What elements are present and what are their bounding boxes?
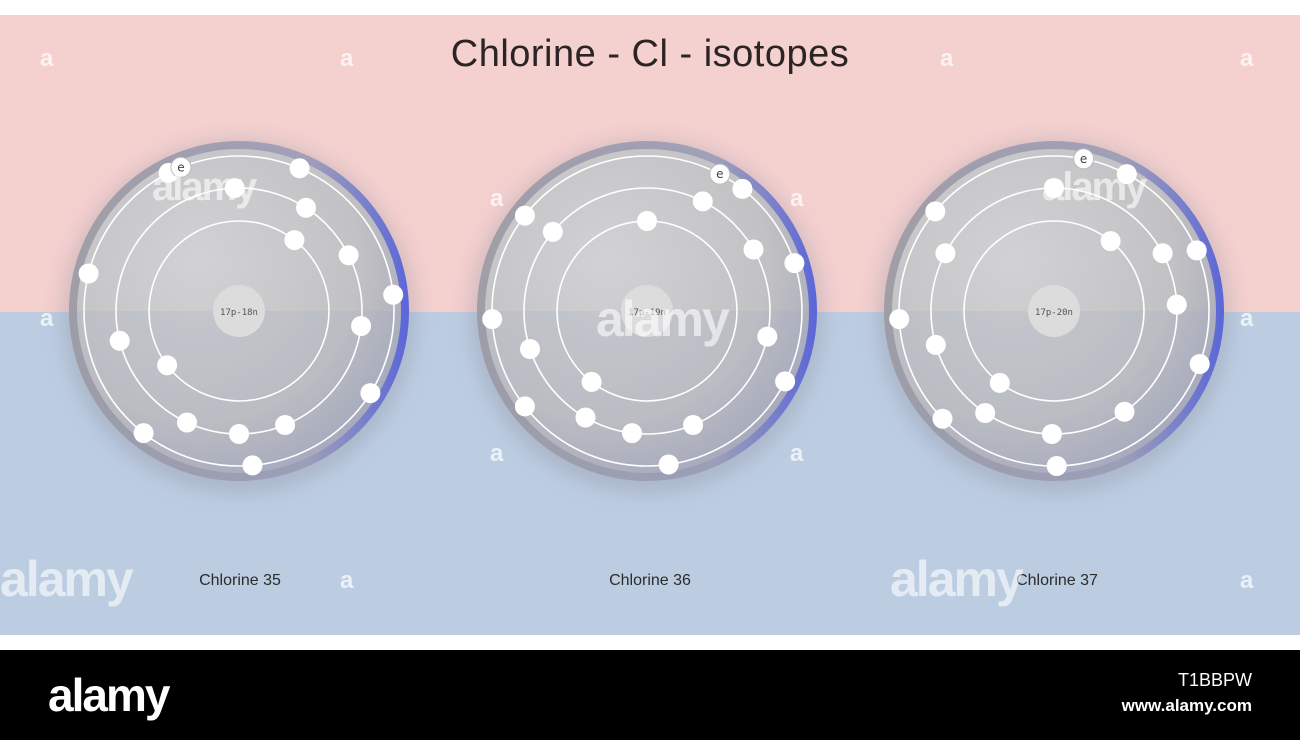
electron [743, 239, 764, 260]
watermark-letter: a [1240, 45, 1254, 72]
electron [575, 407, 596, 428]
electron [1152, 243, 1173, 264]
electron [1044, 178, 1064, 198]
orbit-shell-1 [148, 220, 330, 402]
electron-symbol: e [716, 167, 723, 181]
electron [975, 403, 996, 423]
electron [935, 243, 956, 264]
electron [683, 415, 704, 435]
electron [1166, 294, 1187, 315]
electron [177, 412, 197, 433]
atom-diagrams: 17p-18n e 17p-19n e 17p-20n e [63, 141, 1230, 493]
electron [482, 309, 503, 330]
atom-1: 17p-18n e [63, 141, 415, 493]
electron [757, 326, 778, 347]
electron [224, 178, 245, 199]
electron [1046, 456, 1067, 476]
electron [275, 415, 296, 435]
watermark-logo: alamy [0, 551, 134, 607]
watermark-logo: alamy [152, 165, 257, 209]
electron [360, 383, 381, 404]
electron-symbol: e [177, 160, 184, 174]
electron [229, 424, 249, 444]
diagram-title: Chlorine - Cl - isotopes [450, 33, 850, 75]
electron [889, 309, 910, 330]
watermark-logo: alamy [890, 551, 1024, 607]
nucleus-label: 17p-20n [1035, 308, 1073, 318]
electron [1116, 164, 1137, 185]
electron [351, 316, 372, 336]
orbit-shell-3 [83, 155, 395, 467]
watermark-letter: a [340, 567, 354, 594]
electron [133, 423, 154, 444]
footer-logo: alamy [48, 669, 170, 721]
electron-marker [1073, 148, 1095, 170]
electron [1186, 240, 1207, 261]
electron [338, 245, 359, 266]
electron [383, 284, 404, 305]
electron [296, 197, 316, 218]
electron [1041, 424, 1062, 444]
footer-image-id: T1BBPW [1177, 670, 1252, 690]
electron [925, 201, 946, 222]
electron [989, 372, 1010, 393]
isotope-label-1: Chlorine 35 [199, 572, 281, 589]
electron [692, 191, 713, 212]
electron [637, 211, 657, 231]
watermark-letter: a [490, 185, 504, 212]
watermark-logo: alamy [596, 291, 730, 347]
watermark-logo: alamy [1042, 165, 1147, 209]
electron [284, 230, 305, 251]
electron [289, 158, 310, 179]
electron [542, 221, 563, 242]
watermark-letter: a [340, 45, 354, 72]
watermark-letter: a [940, 45, 954, 72]
electron [520, 339, 540, 359]
electron [658, 454, 679, 475]
footer-url: www.alamy.com [1121, 696, 1252, 715]
nucleus [213, 285, 265, 337]
watermark-letter: a [40, 305, 54, 332]
orbit-shell-1 [963, 220, 1145, 402]
watermark-letter: a [490, 440, 504, 467]
electron [78, 263, 99, 284]
electron-symbol: e [1080, 152, 1087, 166]
electron [775, 371, 796, 392]
electron [581, 371, 602, 392]
orbit-shell-2 [523, 187, 771, 435]
electron [157, 355, 178, 376]
electron [242, 455, 263, 476]
watermark-footer: alamy T1BBPW www.alamy.com [0, 650, 1300, 740]
watermark-letter: a [790, 440, 804, 467]
electron [1114, 401, 1135, 422]
electron [1189, 354, 1210, 374]
electron [784, 253, 805, 274]
electron [109, 330, 130, 351]
watermark-letter: a [40, 45, 54, 72]
watermark-letter: a [1240, 567, 1254, 594]
electron [1100, 231, 1121, 252]
electron-marker [170, 156, 192, 178]
electron [925, 334, 946, 355]
nucleus-label: 17p-19n [628, 308, 666, 318]
atom-2: 17p-19n e [471, 141, 823, 493]
electron [514, 396, 535, 417]
electron [622, 423, 642, 444]
electron [732, 178, 753, 199]
electron [932, 408, 953, 429]
isotope-label-3: Chlorine 37 [1016, 572, 1098, 589]
watermark-letter: a [1240, 305, 1254, 332]
isotope-label-2: Chlorine 36 [609, 572, 691, 589]
electron [514, 205, 535, 226]
watermark-letter: a [790, 185, 804, 212]
electron-marker [709, 163, 731, 185]
atom-3: 17p-20n e [878, 141, 1230, 493]
nucleus [1028, 285, 1080, 337]
nucleus-label: 17p-18n [220, 308, 258, 318]
nucleus [621, 285, 673, 337]
